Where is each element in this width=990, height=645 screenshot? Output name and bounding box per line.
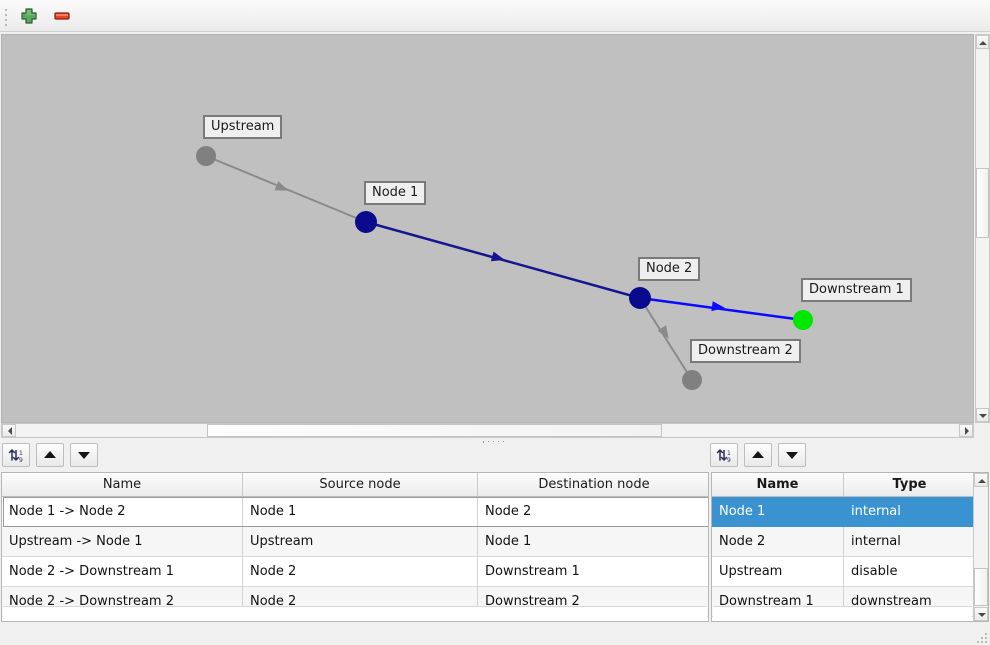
- node-type: disable: [843, 556, 976, 587]
- scroll-left-button[interactable]: [2, 424, 16, 437]
- connections-sort-button[interactable]: 1 9: [2, 443, 30, 467]
- connections-table-filler: [3, 606, 707, 620]
- nodes-scroll-down-button[interactable]: [974, 607, 988, 621]
- connections-move-down-button[interactable]: [70, 443, 98, 467]
- main-toolbar: [0, 0, 990, 32]
- panel-splitter[interactable]: [0, 438, 990, 445]
- scroll-right-button[interactable]: [959, 424, 973, 437]
- scroll-down-button[interactable]: [976, 408, 989, 422]
- graph-node-upstream[interactable]: [196, 146, 216, 166]
- node-type: internal: [843, 526, 976, 557]
- delete-node-button[interactable]: [50, 6, 74, 26]
- nodes-toolbar: 1 9: [710, 443, 812, 469]
- graph-edge-arrow-upstream-node1: [274, 181, 289, 191]
- connections-header-row: Name Source node Destination node: [2, 473, 708, 497]
- nodes-col-name[interactable]: Name: [712, 473, 844, 497]
- graph-edges-layer: [196, 146, 813, 390]
- graph-horizontal-scrollbar[interactable]: [1, 423, 974, 438]
- connections-col-destination[interactable]: Destination node: [477, 473, 708, 497]
- connection-source: Upstream: [242, 526, 478, 557]
- nodes-header-row: Name Type: [712, 473, 976, 497]
- connections-table[interactable]: Name Source node Destination node Node 1…: [1, 472, 709, 622]
- connection-destination: Downstream 1: [477, 556, 708, 587]
- resize-grip[interactable]: [977, 633, 987, 643]
- graph-edge-arrow-node1-node2: [490, 251, 505, 262]
- graph-node-node2[interactable]: [629, 287, 651, 309]
- node-type: internal: [843, 496, 976, 527]
- toolbar-grip[interactable]: [5, 9, 9, 26]
- node-name: Node 2: [712, 526, 844, 557]
- graph-vertical-scrollbar[interactable]: [975, 34, 990, 423]
- scroll-up-button[interactable]: [976, 35, 989, 49]
- window-footer: [0, 623, 990, 645]
- nodes-sort-button[interactable]: 1 9: [710, 443, 738, 467]
- node-name: Node 1: [712, 496, 844, 527]
- connections-toolbar: 1 9: [2, 443, 104, 469]
- svg-text:9: 9: [727, 457, 731, 464]
- nodes-table-filler: [713, 606, 972, 620]
- connection-name: Upstream -> Node 1: [2, 526, 243, 557]
- graph-node-downstream2[interactable]: [682, 370, 702, 390]
- nodes-col-type[interactable]: Type: [843, 473, 976, 497]
- connection-destination: Node 1: [477, 526, 708, 557]
- nodes-move-down-button[interactable]: [778, 443, 806, 467]
- connection-source: Node 1: [242, 496, 478, 527]
- graph-edge-arrow-node2-downstream2: [657, 325, 669, 339]
- splitter-handle-dots: [483, 441, 509, 443]
- svg-text:1: 1: [19, 450, 23, 457]
- connection-name: Node 1 -> Node 2: [2, 496, 243, 527]
- connection-source: Node 2: [242, 556, 478, 587]
- svg-text:1: 1: [727, 450, 731, 457]
- connections-col-source[interactable]: Source node: [242, 473, 478, 497]
- svg-text:9: 9: [19, 457, 23, 464]
- graph-vertical-scroll-thumb[interactable]: [976, 168, 989, 238]
- add-node-button[interactable]: [17, 6, 41, 26]
- nodes-scroll-thumb[interactable]: [974, 568, 988, 606]
- node-name: Upstream: [712, 556, 844, 587]
- connections-move-up-button[interactable]: [36, 443, 64, 467]
- nodes-table-scrollbar[interactable]: [973, 473, 988, 621]
- graph-node-label-upstream[interactable]: Upstream: [203, 115, 283, 139]
- nodes-scroll-up-button[interactable]: [974, 473, 988, 487]
- graph-edge-node2-downstream2[interactable]: [639, 297, 693, 381]
- graph-node-node1[interactable]: [355, 211, 377, 233]
- connection-destination: Node 2: [477, 496, 708, 527]
- graph-node-downstream1[interactable]: [793, 310, 813, 330]
- graph-edge-node2-downstream1[interactable]: [639, 296, 804, 322]
- nodes-move-up-button[interactable]: [744, 443, 772, 467]
- graph-horizontal-scroll-thumb[interactable]: [207, 424, 662, 437]
- graph-node-label-node1[interactable]: Node 1: [364, 181, 427, 205]
- graph-node-label-downstream1[interactable]: Downstream 1: [801, 278, 912, 302]
- connections-col-name[interactable]: Name: [2, 473, 243, 497]
- graph-node-label-downstream2[interactable]: Downstream 2: [690, 339, 801, 363]
- graph-edge-arrow-node2-downstream1: [711, 301, 725, 312]
- graph-node-label-node2[interactable]: Node 2: [638, 257, 701, 281]
- connection-name: Node 2 -> Downstream 1: [2, 556, 243, 587]
